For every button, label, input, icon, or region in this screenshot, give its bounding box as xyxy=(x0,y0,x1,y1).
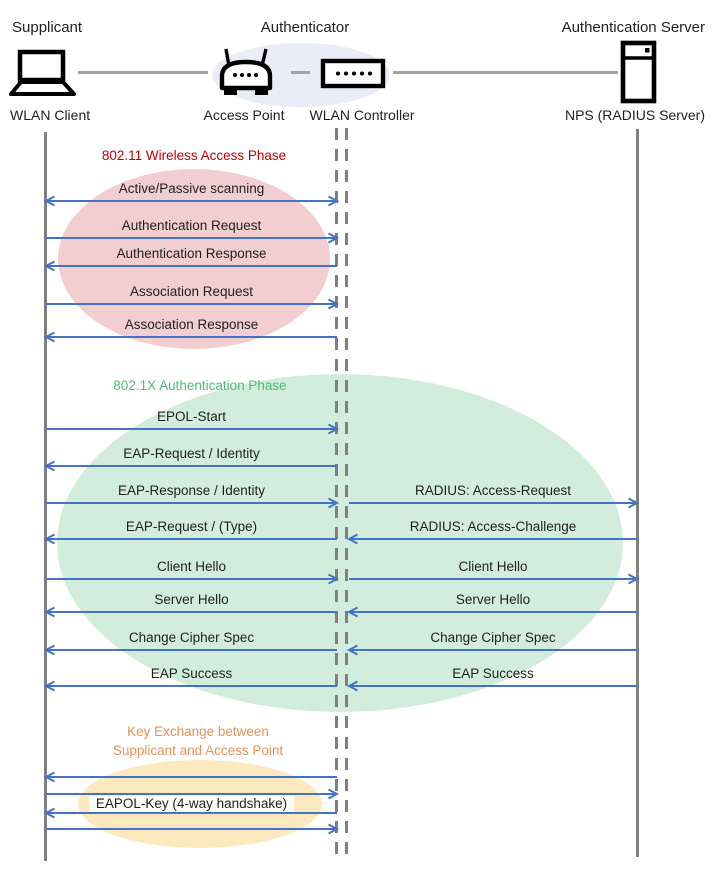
node-label-wlan-client: WLAN Client xyxy=(10,107,91,123)
node-label-wlan-controller: WLAN Controller xyxy=(309,107,415,123)
server-icon xyxy=(620,40,657,104)
lifeline-wlan-client xyxy=(44,132,47,861)
laptop-icon xyxy=(9,49,76,96)
role-supplicant: Supplicant xyxy=(12,19,83,36)
lifeline-wlan-controller-dashed xyxy=(345,128,348,854)
access-point-icon xyxy=(219,48,273,95)
dot1x-auth-phase-ellipse xyxy=(57,374,623,712)
lifeline-access-point-dashed xyxy=(335,128,338,854)
wlan-controller-icon xyxy=(320,58,386,89)
key-exchange-phase-ellipse xyxy=(78,760,322,848)
phase-title-wireless-access: 802.11 Wireless Access Phase xyxy=(101,148,287,163)
connector-ap-controller xyxy=(291,71,310,74)
node-label-access-point: Access Point xyxy=(203,107,285,123)
lifeline-nps-server xyxy=(636,129,639,857)
role-authentication-server: Authentication Server xyxy=(561,19,705,36)
wireless-access-phase-ellipse xyxy=(58,169,330,349)
connector-controller-server xyxy=(393,71,618,74)
role-authenticator: Authenticator xyxy=(260,19,350,36)
phase-title-key-exchange: Key Exchange between Supplicant and Acce… xyxy=(78,722,318,760)
phase-title-key-exchange-line2: Supplicant and Access Point xyxy=(112,743,284,758)
connector-client-ap xyxy=(78,71,208,74)
phase-title-key-exchange-line1: Key Exchange between xyxy=(127,724,269,739)
phase-title-dot1x-auth: 802.1X Authentication Phase xyxy=(113,378,287,393)
node-label-nps-radius-server: NPS (RADIUS Server) xyxy=(564,107,705,123)
